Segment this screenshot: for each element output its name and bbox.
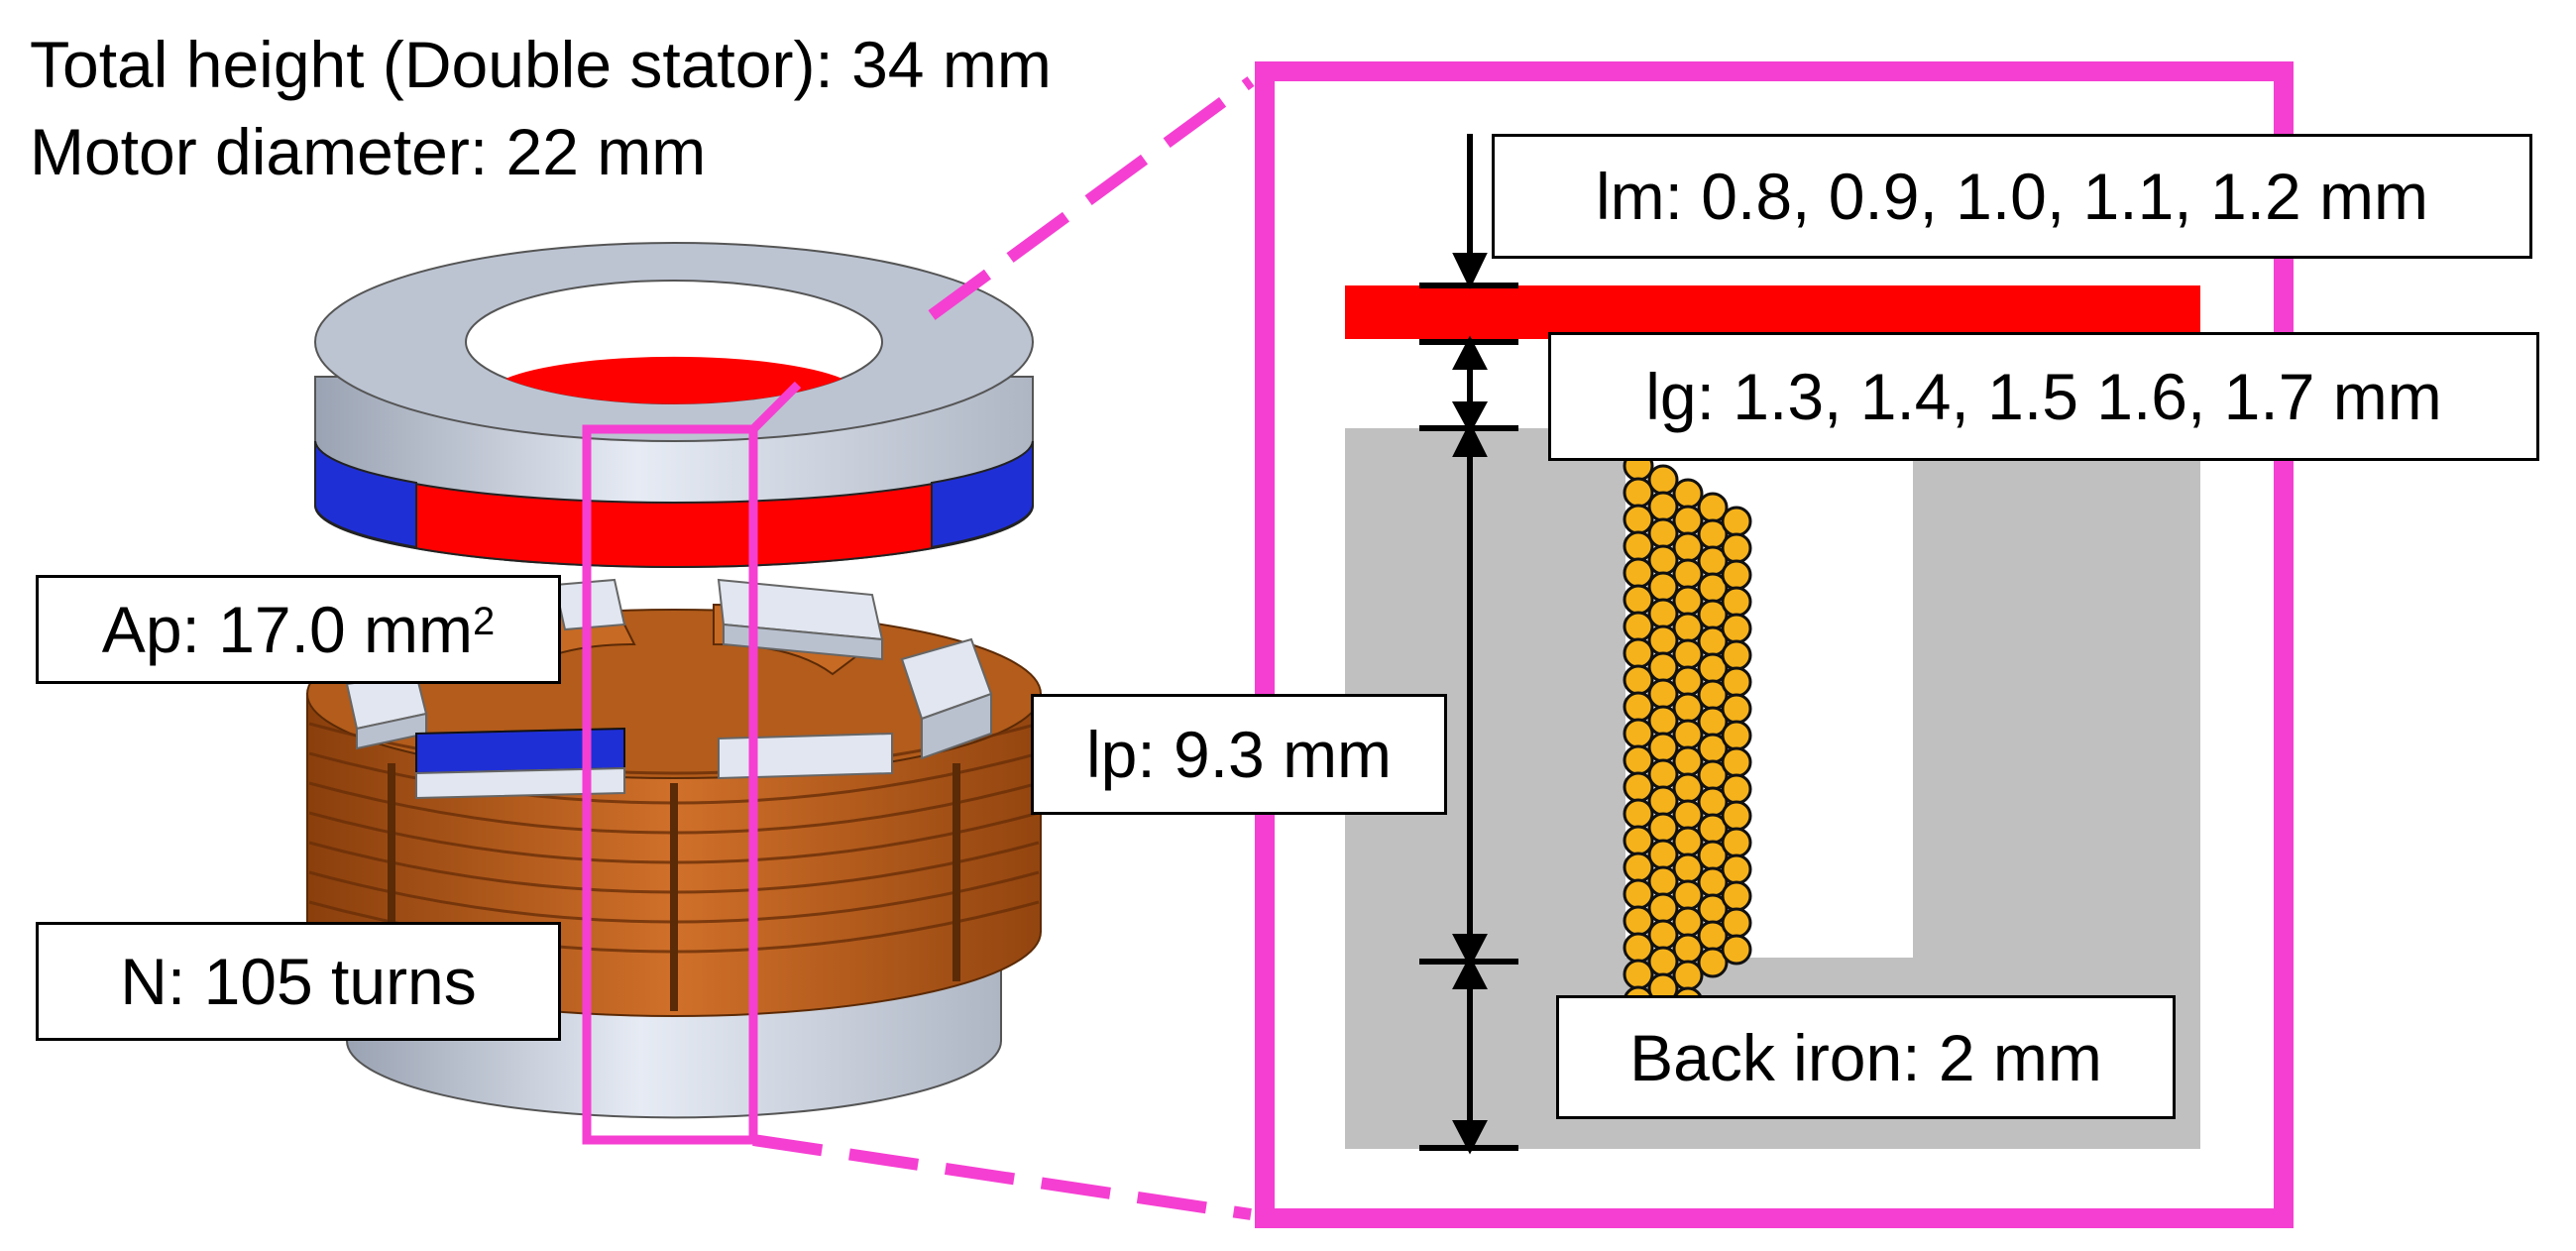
wire-cross-section [1647, 678, 1679, 710]
wire-cross-section [1623, 718, 1654, 749]
wire-cross-section [1672, 799, 1704, 831]
wire-cross-section [1647, 785, 1679, 817]
wire-cross-section [1721, 934, 1752, 966]
rotor-magnet-blue-right [931, 440, 1034, 549]
stator-iron [1345, 428, 2200, 1149]
wire-cross-section [1672, 853, 1704, 884]
wire-cross-section [1623, 477, 1654, 509]
wire-cross-section [1623, 825, 1654, 856]
wire-cross-section [1623, 584, 1654, 616]
winding-wires [1623, 450, 1752, 1044]
wire-cross-section [1721, 613, 1752, 644]
wire-cross-section [1721, 639, 1752, 671]
lm-label: lm: 0.8, 0.9, 1.0, 1.1, 1.2 mm [1492, 134, 2532, 259]
wire-cross-section [1672, 879, 1704, 911]
wire-cross-section [1721, 800, 1752, 832]
wire-cross-section [1672, 612, 1704, 643]
wire-cross-section [1721, 746, 1752, 778]
lp-label: lp: 9.3 mm [1031, 694, 1447, 815]
wire-cross-section [1647, 705, 1679, 737]
wire-cross-section [1721, 506, 1752, 537]
wire-cross-section [1623, 637, 1654, 669]
wire-cross-section [1672, 906, 1704, 938]
wire-cross-section [1697, 947, 1729, 978]
wire-cross-section [1623, 611, 1654, 642]
magnet-bar [1345, 285, 2200, 339]
wire-cross-section [1721, 532, 1752, 564]
motor-3d-illustration [306, 242, 1042, 1119]
wire-cross-section [1623, 878, 1654, 910]
back-iron-label: Back iron: 2 mm [1556, 995, 2176, 1119]
lg-label: lg: 1.3, 1.4, 1.5 1.6, 1.7 mm [1548, 332, 2539, 461]
wire-cross-section [1623, 664, 1654, 696]
n-turns-label: N: 105 turns [36, 922, 561, 1041]
wire-cross-section [1721, 666, 1752, 698]
wire-cross-section [1721, 773, 1752, 805]
rotor-ring [314, 242, 1034, 568]
wire-cross-section [1647, 544, 1679, 576]
wire-cross-section [1623, 504, 1654, 535]
wire-cross-section [1672, 638, 1704, 670]
wire-cross-section [1623, 530, 1654, 562]
motor-diameter-spec: Motor diameter: 22 mm [30, 115, 707, 188]
rotor-magnet-blue-left [314, 440, 417, 549]
wire-cross-section [1647, 839, 1679, 870]
wire-cross-section [1721, 559, 1752, 591]
wire-cross-section [1721, 693, 1752, 725]
wire-cross-section [1623, 744, 1654, 776]
wire-cross-section [1721, 720, 1752, 751]
wire-cross-section [1672, 531, 1704, 563]
total-height-spec: Total height (Double stator): 34 mm [30, 28, 1052, 101]
wire-cross-section [1647, 598, 1679, 629]
wire-cross-section [1647, 919, 1679, 951]
wire-cross-section [1623, 691, 1654, 723]
wire-cross-section [1721, 853, 1752, 885]
wire-cross-section [1672, 745, 1704, 777]
ap-label-text: Ap: 17.0 mm [101, 593, 473, 666]
wire-cross-section [1672, 585, 1704, 617]
wire-cross-section [1672, 772, 1704, 804]
zoom-connector-lines [752, 76, 1255, 1220]
wire-cross-section [1647, 732, 1679, 763]
wire-cross-section [1647, 625, 1679, 656]
wire-cross-section [1672, 719, 1704, 750]
wire-cross-section [1647, 892, 1679, 924]
wire-cross-section [1623, 771, 1654, 803]
wire-cross-section [1672, 933, 1704, 965]
wire-cross-section [1647, 758, 1679, 790]
dimension-lines [1419, 134, 1518, 1155]
wire-cross-section [1623, 932, 1654, 964]
wire-cross-section [1672, 558, 1704, 590]
wire-cross-section [1672, 478, 1704, 510]
wire-cross-section [1647, 464, 1679, 496]
wire-cross-section [1647, 571, 1679, 603]
wire-cross-section [1647, 651, 1679, 683]
wire-cross-section [1672, 692, 1704, 724]
wire-cross-section [1672, 960, 1704, 991]
ap-label-superscript: 2 [472, 600, 496, 643]
wire-cross-section [1647, 865, 1679, 897]
wire-cross-section [1721, 827, 1752, 858]
wire-cross-section [1721, 907, 1752, 939]
wire-cross-section [1672, 665, 1704, 697]
wire-cross-section [1623, 557, 1654, 589]
wire-cross-section [1647, 812, 1679, 844]
wire-cross-section [1672, 505, 1704, 536]
wire-cross-section [1623, 798, 1654, 830]
wire-cross-section [1647, 491, 1679, 522]
wire-cross-section [1647, 517, 1679, 549]
wire-cross-section [1672, 826, 1704, 857]
wire-cross-section [1623, 959, 1654, 990]
wire-cross-section [1721, 880, 1752, 912]
wire-cross-section [1623, 852, 1654, 883]
wire-cross-section [1623, 905, 1654, 937]
blue-magnet-segment [415, 727, 625, 775]
wire-cross-section [1721, 586, 1752, 618]
wire-cross-section [1647, 946, 1679, 977]
